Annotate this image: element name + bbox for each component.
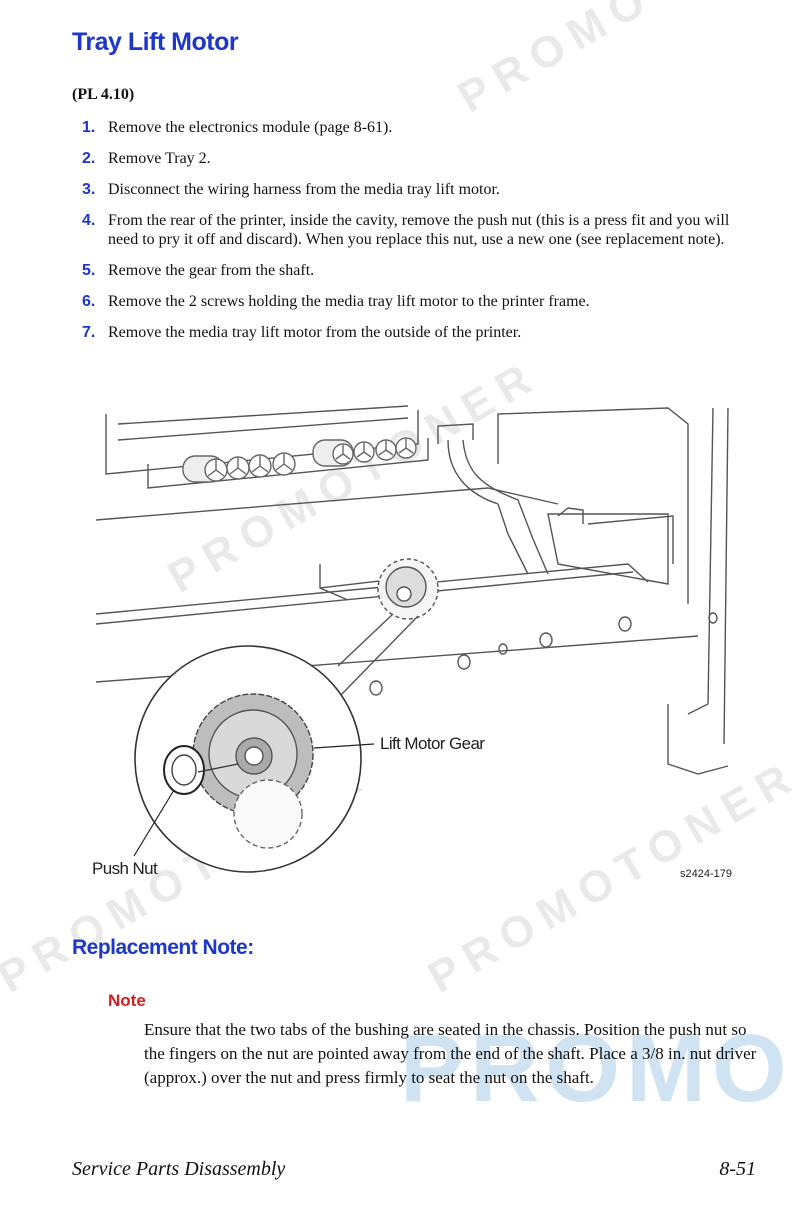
- roller-group: [182, 437, 417, 483]
- step-text: Remove the media tray lift motor from th…: [108, 324, 522, 341]
- procedure-step: 4. From the rear of the printer, inside t…: [72, 211, 762, 249]
- lift-motor-gear-icon: [192, 693, 314, 849]
- step-text: From the rear of the printer, inside the…: [108, 212, 730, 248]
- procedure-step: 2. Remove Tray 2.: [72, 149, 762, 168]
- procedure-steps: 1. Remove the electronics module (page 8-…: [72, 118, 762, 354]
- step-number: 5.: [82, 262, 96, 279]
- step-number: 1.: [82, 119, 96, 136]
- procedure-step: 7. Remove the media tray lift motor from …: [72, 323, 762, 342]
- note-body: Ensure that the two tabs of the bushing …: [144, 1020, 757, 1087]
- replacement-note-heading: Replacement Note:: [72, 936, 254, 959]
- step-number: 4.: [82, 212, 96, 229]
- small-gear-icon: [377, 558, 439, 620]
- step-number: 6.: [82, 293, 96, 310]
- footer-page-number: 8-51: [719, 1158, 756, 1180]
- footer-section: Service Parts Disassembly: [72, 1158, 286, 1180]
- illustration-svg: [95, 405, 729, 873]
- procedure-step: 3. Disconnect the wiring harness from the…: [72, 180, 762, 199]
- procedure-step: 5. Remove the gear from the shaft.: [72, 261, 762, 280]
- note-label: Note: [108, 991, 146, 1010]
- parts-list-reference: (PL 4.10): [72, 86, 135, 103]
- callout-lift-motor-gear: Lift Motor Gear: [380, 734, 485, 753]
- step-text: Remove the 2 screws holding the media tr…: [108, 293, 590, 310]
- page-title: Tray Lift Motor: [72, 28, 239, 56]
- step-number: 7.: [82, 324, 96, 341]
- chassis-holes: [369, 612, 718, 696]
- step-number: 3.: [82, 181, 96, 198]
- step-text: Remove the electronics module (page 8-61…: [108, 119, 393, 136]
- procedure-step: 6. Remove the 2 screws holding the media …: [72, 292, 762, 311]
- push-nut-icon: [163, 745, 205, 795]
- step-number: 2.: [82, 150, 96, 167]
- procedure-step: 1. Remove the electronics module (page 8-…: [72, 118, 762, 137]
- figure-id: s2424-179: [680, 868, 732, 880]
- step-text: Remove Tray 2.: [108, 150, 211, 167]
- step-text: Remove the gear from the shaft.: [108, 262, 315, 279]
- step-text: Disconnect the wiring harness from the m…: [108, 181, 500, 198]
- callout-push-nut: Push Nut: [92, 859, 158, 878]
- lift-motor-illustration: [88, 404, 748, 894]
